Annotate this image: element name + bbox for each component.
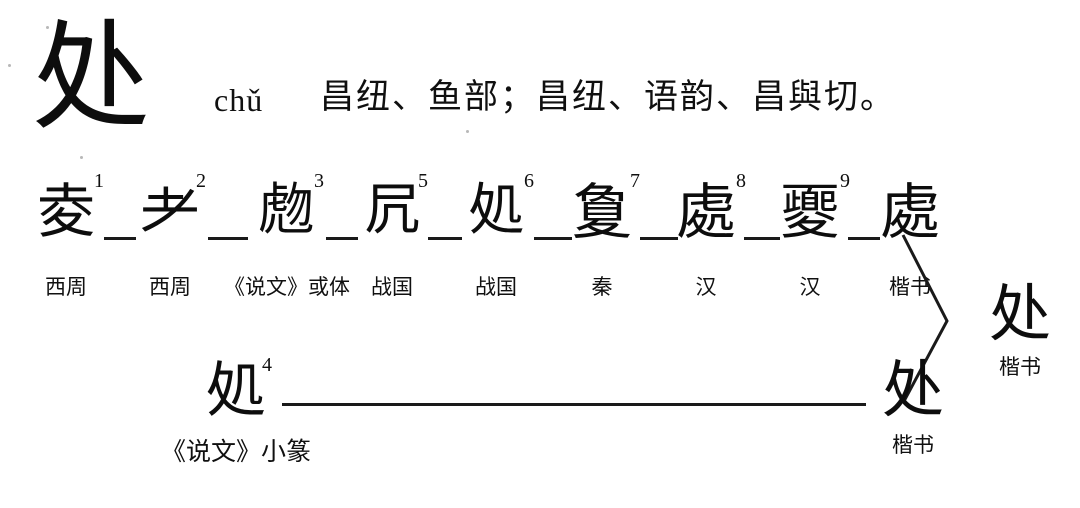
sequence-item: 夐 7 秦 bbox=[554, 165, 650, 325]
script-sequence-row: 夌 1 西周 耂 2 西周 虝 3 《说文》或体 凥 5 战国 処 6 战国 bbox=[0, 165, 960, 325]
phonology-gloss: 昌纽、鱼部；昌纽、语韵、昌與切。 bbox=[320, 77, 896, 117]
scan-speckle bbox=[46, 26, 49, 29]
glyph-form: 耂 bbox=[140, 178, 200, 248]
glyph-form: 処 bbox=[468, 178, 525, 243]
glyph-form: 處 bbox=[880, 178, 940, 248]
sequence-item: 處 楷书 bbox=[862, 165, 958, 325]
seal-script-branch: 処 4 《说文》小篆 处 楷书 bbox=[0, 355, 960, 505]
seal-result-label: 楷书 bbox=[892, 433, 934, 457]
glyph-period-label: 秦 bbox=[591, 275, 613, 299]
sequence-connector bbox=[848, 237, 880, 240]
glyph-form: 凥 bbox=[364, 178, 421, 243]
sequence-connector bbox=[428, 237, 462, 240]
seal-result-cell: 处 楷书 bbox=[858, 359, 968, 499]
seal-branch-connector bbox=[282, 403, 866, 406]
sequence-item: 夒 9 汉 bbox=[762, 165, 858, 325]
sequence-connector bbox=[208, 237, 248, 240]
glyph-period-label: 《说文》小篆 bbox=[160, 437, 311, 466]
glyph-index: 2 bbox=[196, 170, 206, 192]
sequence-item: 虝 3 《说文》或体 bbox=[224, 165, 350, 325]
glyph-period-label: 战国 bbox=[475, 275, 517, 299]
sequence-connector bbox=[640, 237, 678, 240]
scan-speckle bbox=[8, 64, 11, 67]
glyph-period-label: 《说文》或体 bbox=[224, 275, 350, 299]
glyph-index: 8 bbox=[736, 170, 746, 192]
seal-glyph-cell: 処 4 《说文》小篆 bbox=[161, 354, 311, 505]
final-form-label: 楷书 bbox=[999, 355, 1041, 379]
sequence-item: 凥 5 战国 bbox=[344, 165, 440, 325]
glyph-form: 夌 bbox=[36, 178, 96, 248]
pinyin-reading: chǔ bbox=[214, 82, 264, 118]
scan-speckle bbox=[466, 130, 469, 133]
sequence-connector bbox=[104, 237, 136, 240]
merge-bracket-icon bbox=[895, 225, 965, 405]
entry-header: 处 chǔ 昌纽、鱼部；昌纽、语韵、昌與切。 bbox=[0, 0, 1080, 165]
glyph-index: 6 bbox=[524, 170, 534, 192]
glyph-period-label: 战国 bbox=[371, 275, 413, 299]
glyph-index: 1 bbox=[94, 170, 104, 192]
sequence-item: 夌 1 西周 bbox=[18, 165, 114, 325]
glyph-index: 5 bbox=[418, 170, 428, 192]
sequence-item: 耂 2 西周 bbox=[122, 165, 218, 325]
glyph-period-label: 楷书 bbox=[889, 275, 931, 299]
sequence-item: 処 6 战国 bbox=[448, 165, 544, 325]
sequence-connector bbox=[326, 237, 358, 240]
final-form-cell: 处 楷书 bbox=[962, 283, 1078, 403]
sequence-connector bbox=[744, 237, 780, 240]
glyph-form: 処 bbox=[206, 356, 266, 426]
headword-character: 处 bbox=[32, 8, 151, 146]
seal-result-character: 处 bbox=[881, 353, 944, 426]
glyph-period-label: 西周 bbox=[149, 275, 191, 299]
glyph-form: 夒 bbox=[780, 178, 840, 248]
glyph-period-label: 汉 bbox=[695, 275, 717, 299]
sequence-item: 處 8 汉 bbox=[658, 165, 754, 325]
evolution-chart: 夌 1 西周 耂 2 西周 虝 3 《说文》或体 凥 5 战国 処 6 战国 bbox=[0, 165, 1080, 508]
glyph-period-label: 汉 bbox=[799, 275, 821, 299]
final-form-character: 处 bbox=[988, 277, 1051, 350]
glyph-form: 處 bbox=[676, 178, 736, 248]
glyph-form: 虝 bbox=[258, 178, 315, 243]
glyph-index: 4 bbox=[262, 354, 272, 376]
glyph-index: 3 bbox=[314, 170, 324, 192]
glyph-form: 夐 bbox=[572, 178, 632, 248]
scan-speckle bbox=[80, 156, 83, 159]
glyph-index: 7 bbox=[630, 170, 640, 192]
glyph-index: 9 bbox=[840, 170, 850, 192]
glyph-period-label: 西周 bbox=[45, 275, 87, 299]
sequence-connector bbox=[534, 237, 572, 240]
